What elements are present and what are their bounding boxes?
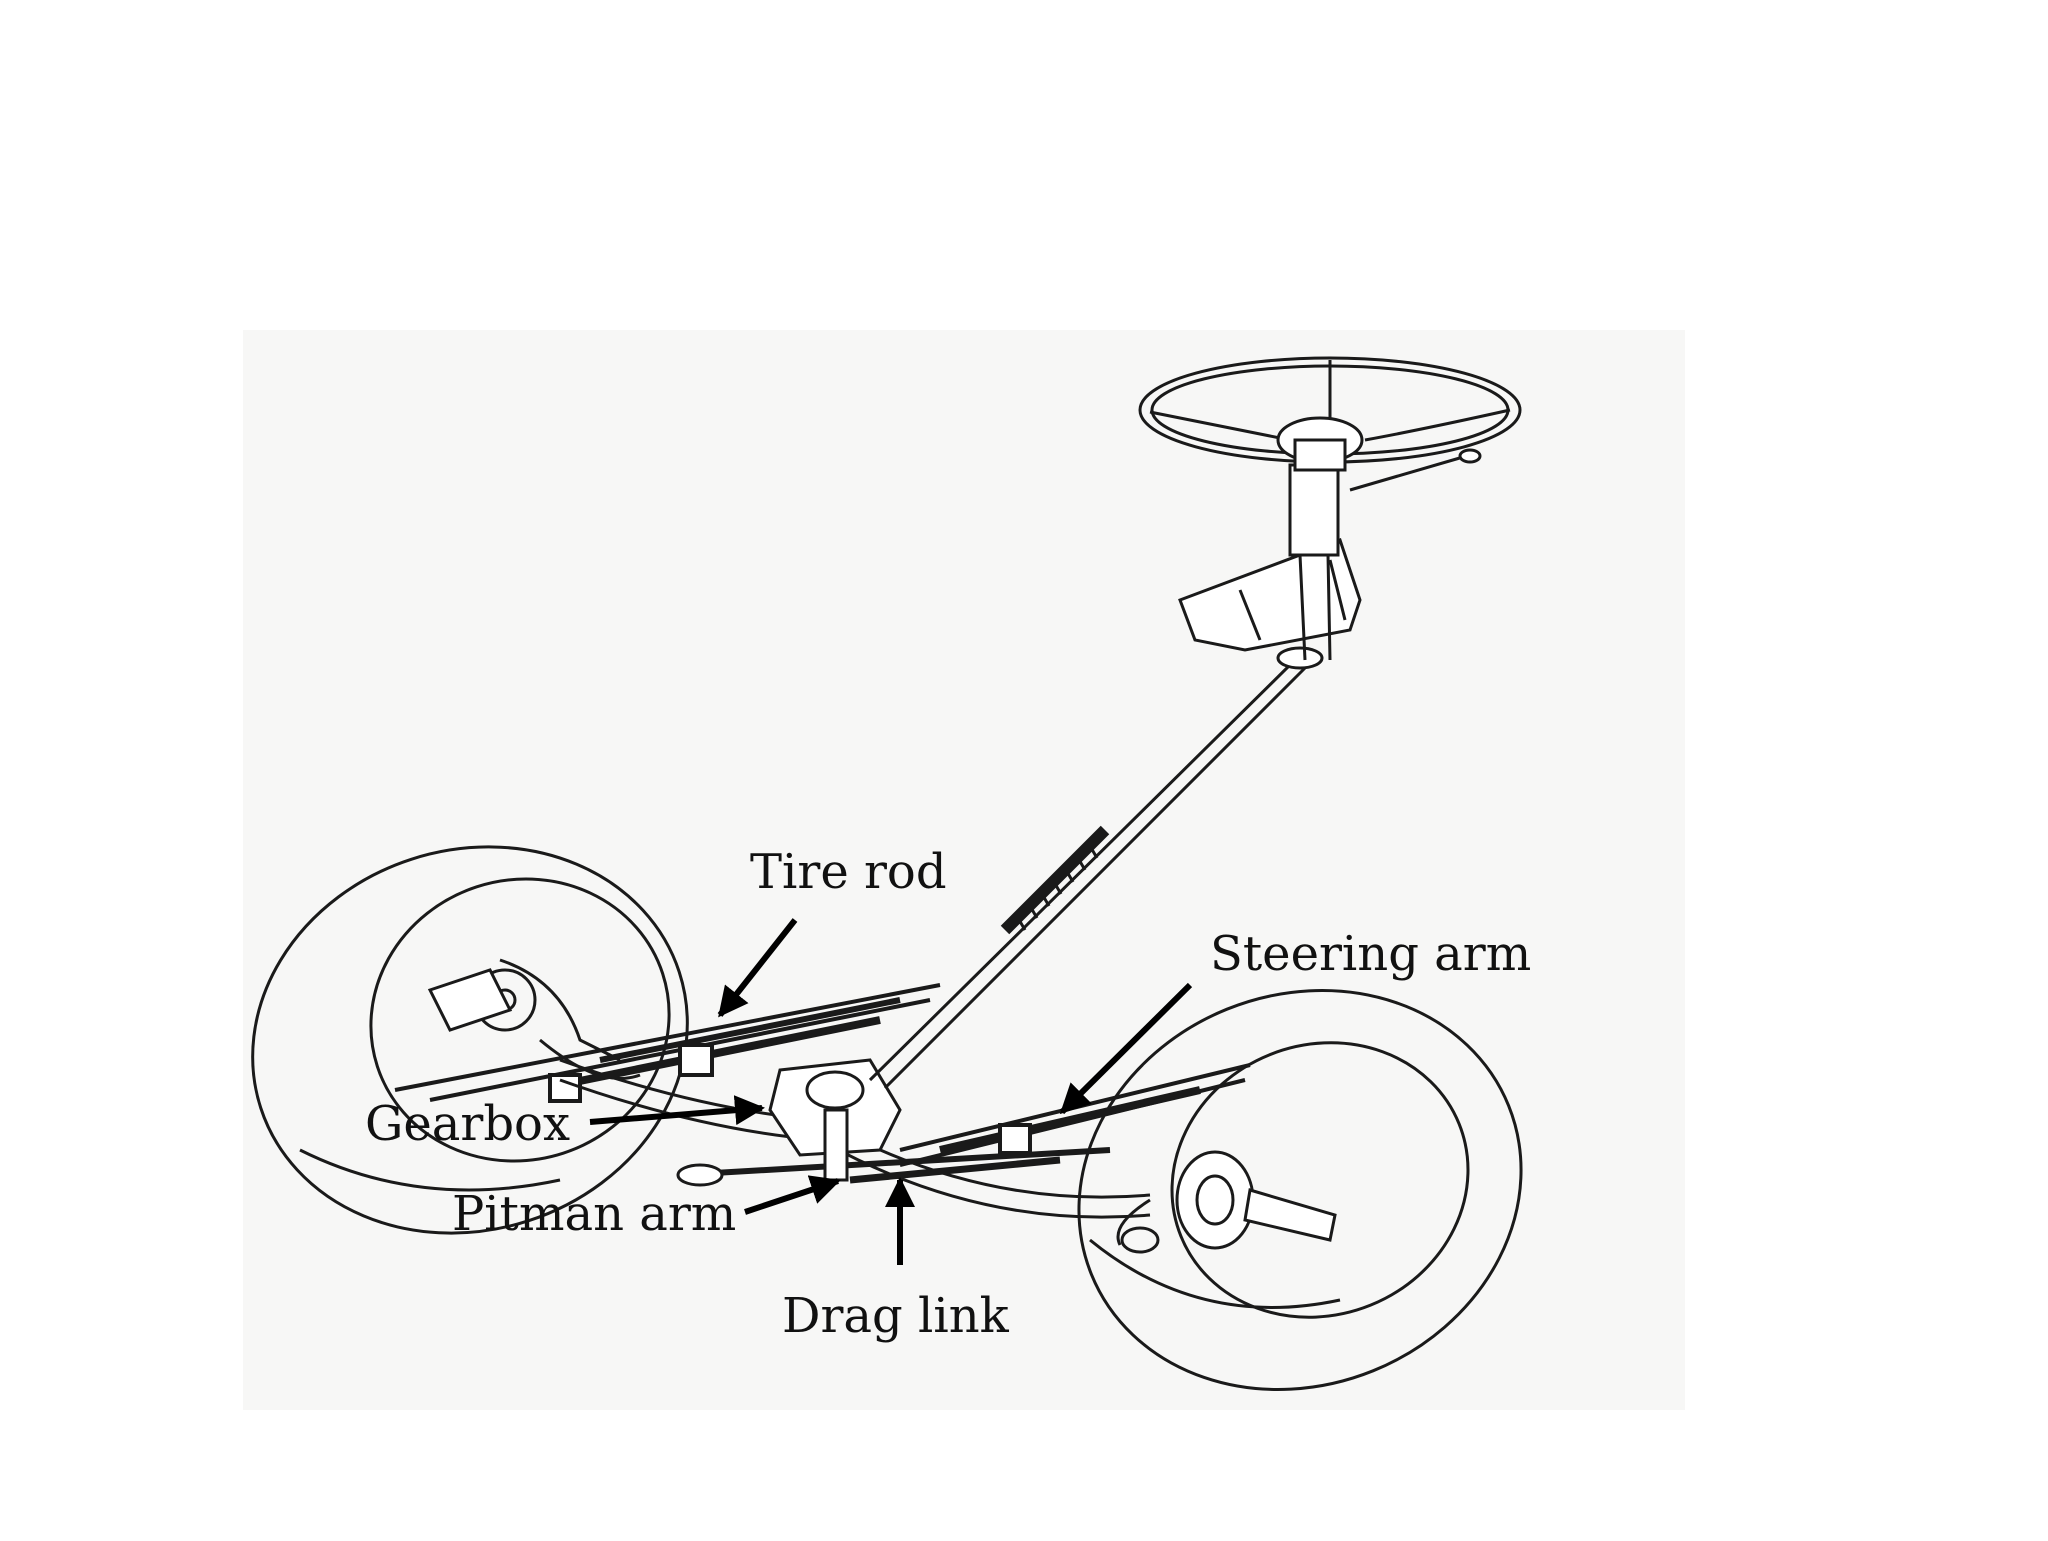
steering-wheel — [1138, 356, 1522, 472]
label-tire-rod: Tire rod — [750, 844, 947, 900]
tie-rod-part — [676, 1147, 1111, 1187]
gearbox-part — [768, 1058, 902, 1182]
label-gearbox: Gearbox — [365, 1096, 571, 1152]
pitman-arm-arrow — [744, 1175, 841, 1215]
label-steering-arm: Steering arm — [1210, 926, 1532, 982]
label-drag-link: Drag link — [782, 1288, 1009, 1344]
illustration-panel — [243, 330, 1685, 1410]
label-pitman-arm: Pitman arm — [452, 1186, 737, 1242]
gearbox-arrow — [589, 1095, 765, 1126]
column-bracket — [1178, 538, 1362, 652]
right-wheel — [1077, 989, 1523, 1391]
steering-column — [868, 646, 1324, 1090]
left-knuckle — [427, 958, 641, 1080]
left-leaf-spring — [394, 983, 941, 1103]
tire-rod-arrow — [717, 918, 798, 1018]
steering-arm-arrow — [1059, 982, 1193, 1115]
drag-link-part — [849, 1156, 1061, 1184]
upper-column — [1288, 448, 1482, 661]
label-arrows — [589, 918, 1193, 1265]
right-hub — [1116, 1150, 1337, 1254]
